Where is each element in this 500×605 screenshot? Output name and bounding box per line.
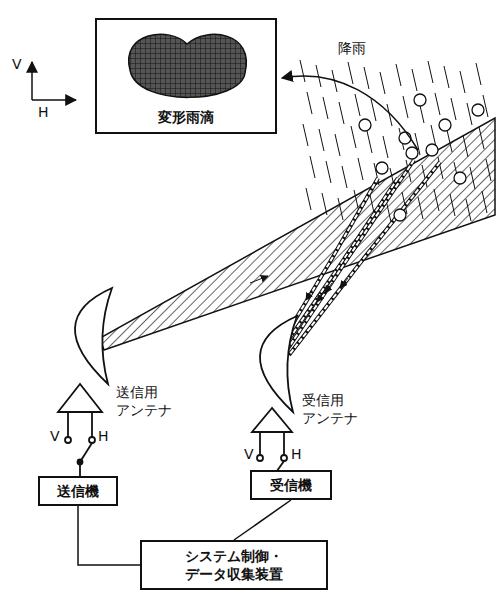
box-label: 変形雨滴 bbox=[158, 108, 214, 126]
connector-line bbox=[234, 500, 291, 540]
box-label: 受信機 bbox=[270, 476, 312, 494]
text-label: V bbox=[50, 428, 60, 446]
text-label: V bbox=[12, 56, 22, 74]
text-label: H bbox=[291, 446, 302, 464]
text-label: 降雨 bbox=[338, 40, 366, 58]
connector-line bbox=[78, 506, 140, 565]
device-box: システム制御・ データ収集装置 bbox=[140, 540, 328, 590]
inset-box: 変形雨滴 bbox=[95, 18, 277, 134]
box-label: システム制御・ データ収集装置 bbox=[142, 547, 326, 583]
raindrops bbox=[359, 94, 484, 221]
receive-antenna bbox=[252, 316, 297, 488]
beam-arrow bbox=[250, 276, 268, 283]
device-box: 送信機 bbox=[38, 476, 118, 506]
text-label: H bbox=[38, 104, 49, 122]
device-box: 受信機 bbox=[250, 470, 332, 500]
text-label: H bbox=[98, 428, 109, 446]
transmit-antenna bbox=[58, 288, 112, 476]
scattered-rays bbox=[283, 160, 440, 355]
v-axis bbox=[31, 62, 33, 100]
text-label: V bbox=[244, 446, 254, 464]
box-label: 送信機 bbox=[57, 482, 99, 500]
text-label: 送信用 アンテナ bbox=[116, 384, 178, 419]
text-label: 受信用 アンテナ bbox=[302, 392, 364, 427]
leader-arrow bbox=[282, 76, 418, 150]
h-axis bbox=[32, 99, 76, 101]
